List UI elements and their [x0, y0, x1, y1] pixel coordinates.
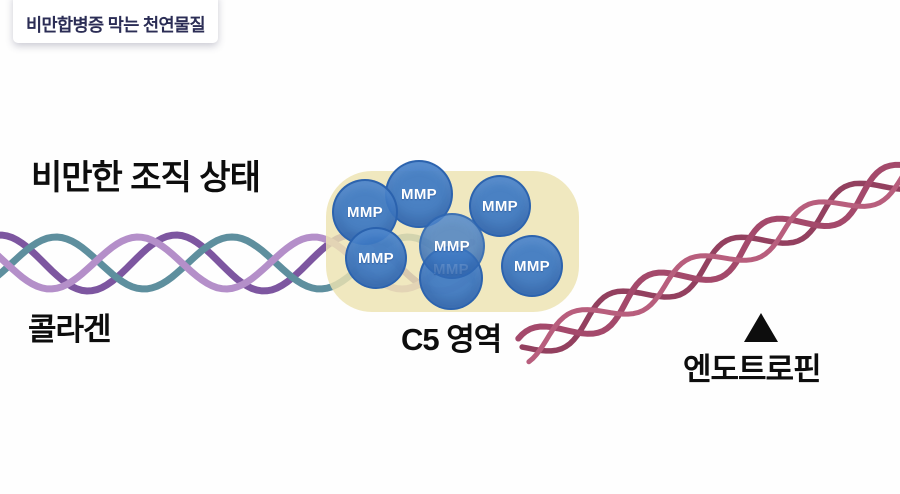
mmp-circle: MMP [501, 235, 563, 297]
helix-strand [519, 180, 900, 354]
endotrophin-helix [515, 161, 900, 365]
mmp-label: MMP [358, 249, 394, 267]
mmp-label: MMP [514, 257, 550, 275]
headline-badge: 비만합병증 막는 천연물질 [13, 0, 219, 43]
endotrophin-label: 엔도트로핀 [683, 352, 822, 387]
helix-strand [526, 165, 900, 365]
helix-strand [515, 161, 900, 342]
mmp-circle: MMP [345, 227, 407, 289]
collagen-label: 콜라겐 [28, 312, 112, 347]
triangle-up-icon [744, 313, 778, 342]
mmp-label: MMP [401, 185, 437, 203]
mmp-label: MMP [482, 197, 518, 215]
mmp-circle: MMP [419, 213, 485, 279]
mmp-label: MMP [347, 203, 383, 221]
mmp-label: MMP [434, 237, 470, 255]
c5-region-label: C5 영역 [401, 322, 502, 357]
headline-text: 비만합병증 막는 천연물질 [26, 15, 206, 35]
tissue-state-label: 비만한 조직 상태 [31, 159, 261, 197]
